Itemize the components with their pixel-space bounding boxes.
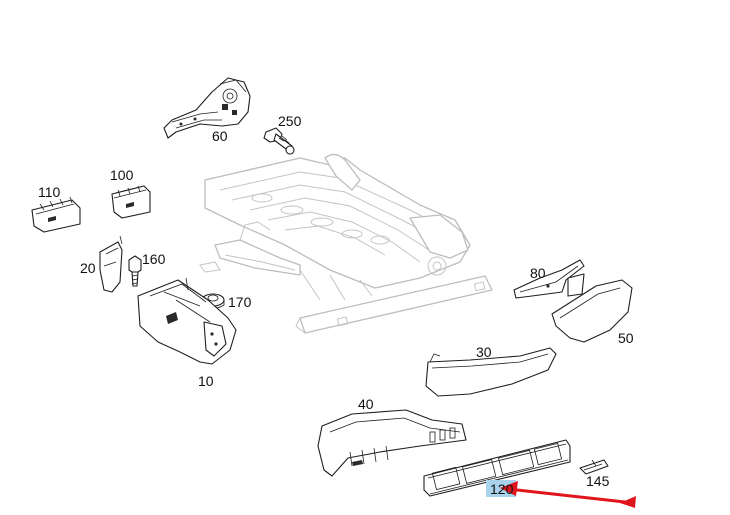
label-10[interactable]: 10 <box>198 373 214 389</box>
pointer-arrow-icon <box>500 481 636 508</box>
part-40-cover[interactable] <box>317 409 467 477</box>
part-10-cover[interactable] <box>137 277 237 365</box>
part-160-screw[interactable] <box>128 255 142 287</box>
label-100[interactable]: 100 <box>110 167 134 183</box>
label-120[interactable]: 120 <box>490 481 514 497</box>
part-30-trim[interactable] <box>425 347 557 397</box>
part-145-clip[interactable] <box>579 459 609 475</box>
seat-frame <box>199 153 493 334</box>
label-145[interactable]: 145 <box>586 473 610 489</box>
part-100-cover[interactable] <box>111 185 151 219</box>
label-170[interactable]: 170 <box>228 294 252 310</box>
part-250-bolt[interactable] <box>263 127 295 155</box>
part-80-bracket[interactable] <box>513 259 585 299</box>
label-50[interactable]: 50 <box>618 330 634 346</box>
label-40[interactable]: 40 <box>358 396 374 412</box>
part-120-panel[interactable] <box>423 439 571 497</box>
part-50-trim[interactable] <box>551 279 633 343</box>
label-20[interactable]: 20 <box>80 260 96 276</box>
label-80[interactable]: 80 <box>530 265 546 281</box>
part-110-cover[interactable] <box>31 196 81 233</box>
label-250[interactable]: 250 <box>278 113 302 129</box>
part-60-bracket[interactable] <box>163 77 251 139</box>
label-110[interactable]: 110 <box>38 184 61 200</box>
label-160[interactable]: 160 <box>142 251 166 267</box>
part-20-bracket[interactable] <box>99 235 123 293</box>
label-60[interactable]: 60 <box>212 128 228 144</box>
label-30[interactable]: 30 <box>476 344 492 360</box>
callout-labels: 60 250 100 110 20 160 170 10 80 50 30 40… <box>38 113 634 497</box>
